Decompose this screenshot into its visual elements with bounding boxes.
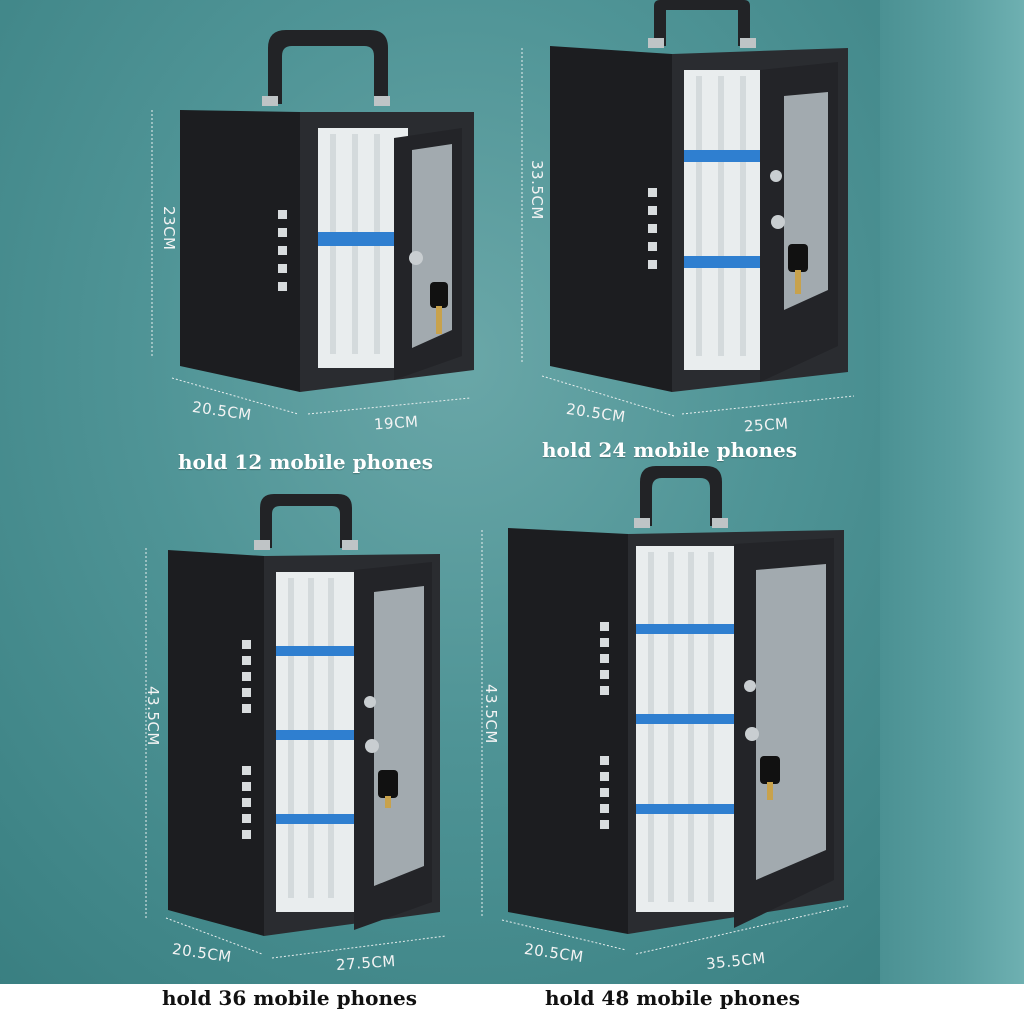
key-icon (378, 770, 398, 808)
lock-icon (744, 680, 756, 692)
handle-icon (640, 466, 722, 526)
background-edge-strip (880, 0, 1024, 1024)
dimension-lines-12 (151, 110, 471, 415)
key-icon (430, 282, 448, 334)
key-icon (788, 244, 808, 294)
capacity-label: hold 12 mobile phones (178, 450, 433, 474)
lock-icon (770, 170, 782, 182)
dimension-lines-24 (521, 48, 855, 417)
dimension-lines-36 (145, 548, 447, 959)
height-dimension: 43.5CM (482, 684, 500, 744)
lock-icon (409, 251, 423, 265)
capacity-label: hold 24 mobile phones (542, 438, 797, 462)
capacity-label: hold 48 mobile phones (545, 986, 800, 1010)
key-icon (760, 756, 780, 800)
capacity-label: hold 36 mobile phones (162, 986, 417, 1010)
lock-icon (364, 696, 376, 708)
caption-band (0, 984, 1024, 1024)
dimension-lines-48 (481, 530, 849, 955)
